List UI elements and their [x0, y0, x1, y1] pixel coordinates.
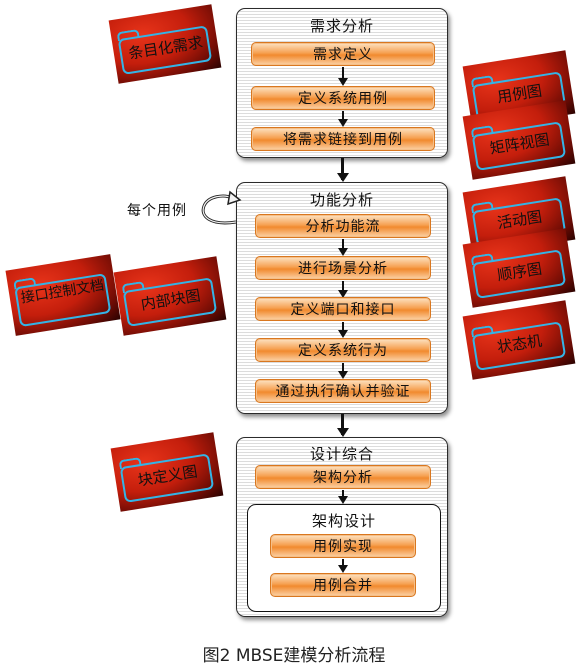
- artifact-block-definition-diagram[interactable]: 块定义图: [110, 432, 224, 512]
- phase-title: 功能分析: [309, 191, 374, 209]
- phase-title: 需求分析: [309, 17, 374, 35]
- flow-arrow: [338, 363, 348, 379]
- flow-arrow: [338, 111, 348, 127]
- architecture-design-group: 架构设计 用例实现 用例合并: [247, 504, 441, 612]
- artifact-internal-block-diagram[interactable]: 内部块图: [113, 256, 227, 336]
- flow-arrow: [338, 67, 348, 86]
- step-define-ports-interfaces[interactable]: 定义端口和接口: [255, 297, 431, 321]
- figure-caption: 图2 MBSE建模分析流程: [202, 646, 386, 666]
- flow-arrow: [338, 559, 348, 573]
- phase-design-synthesis: 设计综合 架构分析 架构设计 用例实现 用例合并: [236, 437, 448, 617]
- phase-arrow: [337, 414, 349, 437]
- step-validate-by-execution[interactable]: 通过执行确认并验证: [255, 379, 431, 403]
- phase-title: 设计综合: [309, 445, 374, 463]
- flow-arrow: [338, 281, 348, 298]
- artifact-itemized-requirements[interactable]: 条目化需求: [108, 4, 222, 84]
- step-requirements-definition[interactable]: 需求定义: [251, 42, 435, 66]
- step-architecture-analysis[interactable]: 架构分析: [255, 465, 431, 489]
- step-use-case-realization[interactable]: 用例实现: [270, 534, 416, 558]
- step-link-requirements[interactable]: 将需求链接到用例: [251, 127, 435, 151]
- step-use-case-merge[interactable]: 用例合并: [270, 573, 416, 597]
- flow-arrow: [338, 490, 348, 504]
- step-analyze-functional-flow[interactable]: 分析功能流: [255, 214, 431, 238]
- artifact-state-machine[interactable]: 状态机: [462, 300, 576, 380]
- loop-arrow-icon: [201, 190, 242, 225]
- step-define-system-behavior[interactable]: 定义系统行为: [255, 338, 431, 362]
- artifact-interface-control-document[interactable]: 接口控制文档: [5, 254, 121, 336]
- step-scenario-analysis[interactable]: 进行场景分析: [255, 256, 431, 280]
- step-define-use-cases[interactable]: 定义系统用例: [251, 86, 435, 110]
- flow-arrow: [338, 322, 348, 338]
- inner-title: 架构设计: [311, 512, 376, 530]
- phase-functional-analysis: 功能分析 分析功能流 进行场景分析 定义端口和接口 定义系统行为 通过执行确认并…: [236, 182, 448, 414]
- phase-requirements-analysis: 需求分析 需求定义 定义系统用例 将需求链接到用例: [236, 8, 448, 158]
- phase-arrow: [337, 158, 349, 182]
- flow-arrow: [338, 239, 348, 256]
- loop-label: 每个用例: [127, 203, 187, 219]
